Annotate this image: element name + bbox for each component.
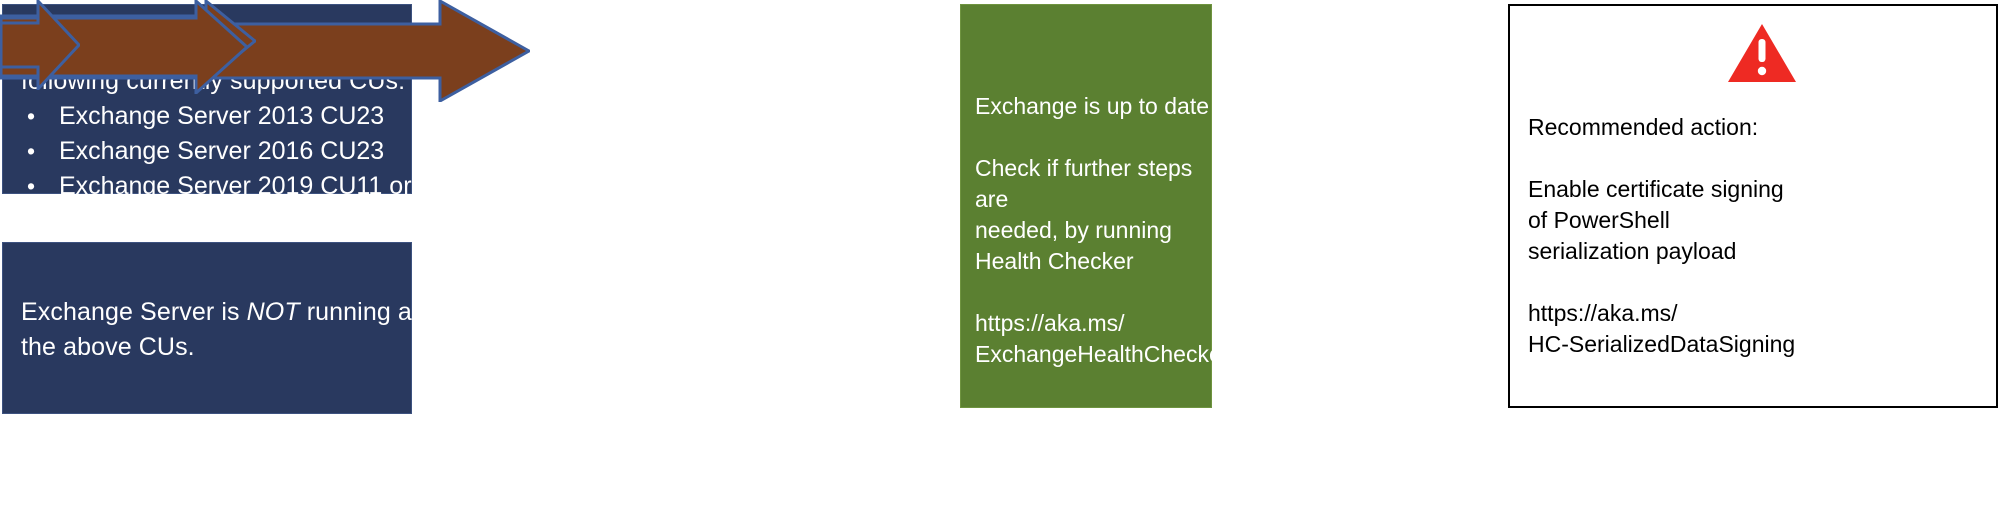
- arrow-right-icon: [0, 0, 248, 94]
- not-supported-box-content: Exchange Server is NOT running any of th…: [3, 243, 467, 365]
- green-status-text: Exchange is up to date: [975, 93, 1209, 119]
- not-supported-emphasis: NOT: [246, 298, 300, 326]
- recommended-action-body: Enable certificate signing of PowerShell…: [1528, 176, 1784, 264]
- list-item: Exchange Server 2019 CU11 or CU12: [21, 169, 482, 204]
- not-supported-line-2: the above CUs.: [21, 333, 195, 361]
- arrow-green-to-recommendation: [0, 0, 80, 368]
- white-box-content: Recommended action: Enable certificate s…: [1510, 6, 1996, 360]
- green-health-checker-url: https://aka.ms/ ExchangeHealthChecker: [975, 310, 1230, 367]
- green-instruction-text: Check if further steps are needed, by ru…: [975, 155, 1193, 274]
- green-box-content: Exchange is up to date Check if further …: [961, 5, 1230, 370]
- recommended-action-heading: Recommended action:: [1528, 114, 1759, 140]
- arrow-right-icon: [0, 0, 80, 90]
- warning-triangle-icon: [1728, 24, 1796, 82]
- list-item: Exchange Server 2016 CU23: [21, 134, 393, 169]
- supported-cu-list: Exchange Server 2013 CU23 Exchange Serve…: [21, 99, 482, 204]
- not-supported-text-before: Exchange Server is: [21, 298, 247, 326]
- recommendation-box: Recommended action: Enable certificate s…: [1508, 4, 1998, 408]
- condition-box-not-supported-cus: Exchange Server is NOT running any of th…: [2, 242, 467, 414]
- not-supported-text-after: running any of: [299, 298, 467, 326]
- list-item: Exchange Server 2013 CU23: [21, 99, 393, 134]
- arrow-install-jan-2023-security-updates: Install Jan 2023 Security Updates: [0, 0, 1037, 280]
- not-supported-line-1: Exchange Server is NOT running any of: [21, 295, 467, 330]
- recommended-action-url: https://aka.ms/ HC-SerializedDataSigning: [1528, 300, 1796, 357]
- status-box-up-to-date: Exchange is up to date Check if further …: [960, 4, 1230, 408]
